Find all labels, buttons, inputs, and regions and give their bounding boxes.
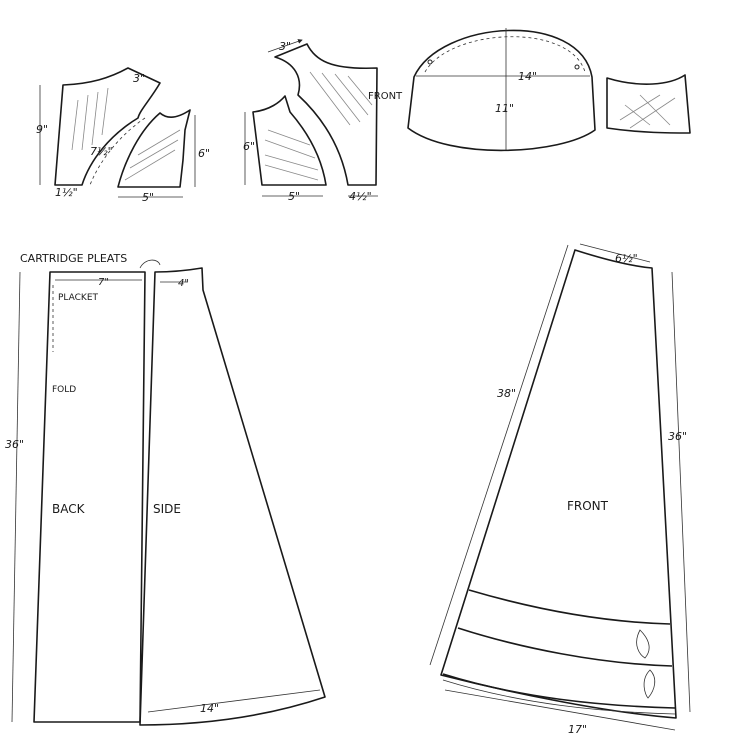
back-bodice-armhole-label: 7½": [90, 145, 113, 158]
side-back-piece: [117, 109, 196, 198]
sleeve-height-label: 11": [495, 102, 514, 115]
skirt-back-piece: [11, 259, 161, 723]
skirt-back-waist-label: 7": [98, 277, 109, 288]
skirt-front-label: FRONT: [567, 499, 609, 513]
front-bodice-waist-label: 4½": [349, 190, 372, 203]
side-front-piece: [244, 95, 327, 197]
skirt-front-left-length-label: 38": [497, 387, 516, 400]
front-bodice-label: FRONT: [368, 91, 403, 102]
skirt-side-waist-label: 4": [178, 278, 189, 289]
side-front-height-label: 6": [243, 140, 255, 153]
back-bodice-waist-label: 1½": [55, 186, 78, 199]
cuff-piece: [606, 74, 691, 134]
skirt-back-length-label: 36": [5, 438, 24, 451]
back-bodice-piece: [39, 67, 161, 186]
skirt-side-hem-label: 14": [200, 702, 219, 715]
side-front-width-label: 5": [288, 190, 300, 203]
placket-note: PLACKET: [58, 293, 99, 303]
skirt-front-hem-label: 17": [568, 723, 587, 736]
front-bodice-shoulder-label: 3": [279, 40, 291, 53]
sleeve-width-label: 14": [518, 70, 537, 83]
skirt-front-waist-label: 6½": [615, 252, 638, 265]
fold-note: FOLD: [52, 385, 76, 395]
back-bodice-shoulder-label: 3": [133, 72, 145, 85]
side-back-height-label: 6": [198, 147, 210, 160]
back-bodice-height-label: 9": [36, 123, 48, 136]
front-bodice-piece: [267, 39, 378, 197]
skirt-back-label: BACK: [52, 502, 86, 516]
skirt-front-right-length-label: 36": [668, 430, 687, 443]
sleeve-piece: [407, 28, 596, 152]
skirt-side-piece: [139, 267, 326, 726]
side-back-width-label: 5": [142, 191, 154, 204]
skirt-side-label: SIDE: [153, 502, 181, 516]
cartridge-pleats-note: CARTRIDGE PLEATS: [20, 252, 127, 265]
skirt-front-piece: [429, 243, 691, 731]
